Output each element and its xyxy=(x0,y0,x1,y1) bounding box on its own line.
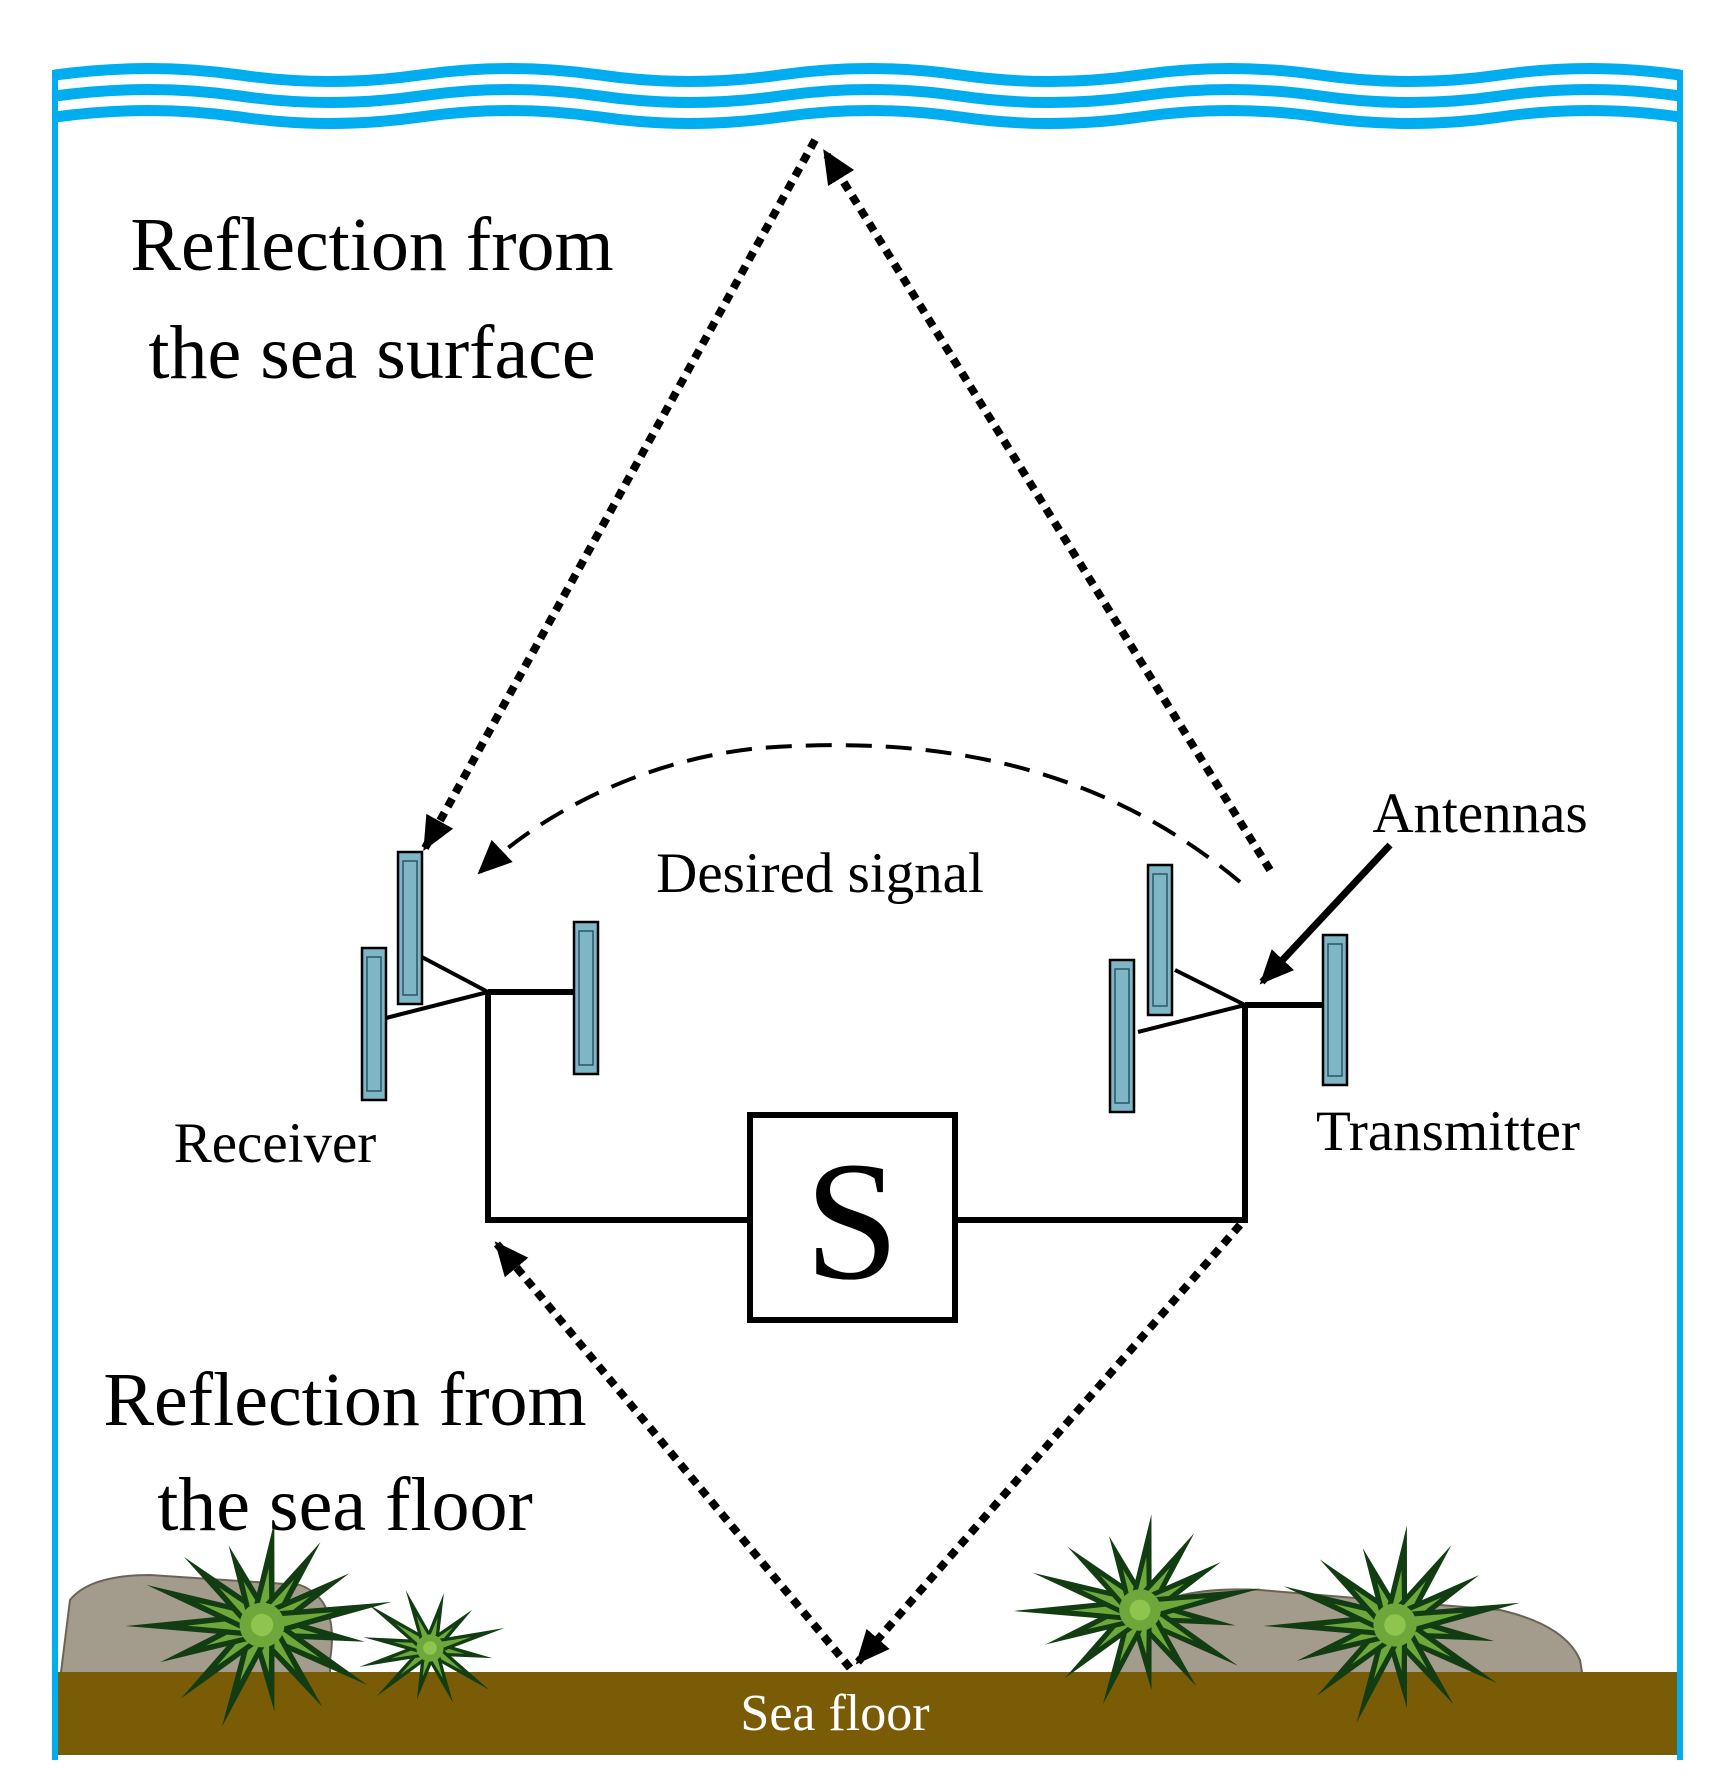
antennas-pointer-arrow xyxy=(1259,842,1393,985)
floor-reflection-label-line2: the sea floor xyxy=(157,1463,533,1547)
wave-line xyxy=(54,105,1681,129)
transmitter-wire xyxy=(955,1005,1248,1223)
sea-surface-waves xyxy=(54,63,1681,129)
antenna-elements xyxy=(360,850,1349,1114)
circuit-wiring xyxy=(485,989,1328,1223)
surface-reflection-label-line2: the sea surface xyxy=(148,311,595,395)
desired-signal-label: Desired signal xyxy=(656,842,984,905)
plant-right-1 xyxy=(1013,1514,1261,1705)
surface-path-down xyxy=(421,138,819,851)
transmitter-antenna-right xyxy=(1321,933,1349,1087)
sea-floor-band xyxy=(58,1672,1677,1755)
transmitter-feed-upper xyxy=(1174,968,1246,1007)
switch-box-label: S xyxy=(805,1127,900,1315)
sea-plants xyxy=(125,1514,1521,1727)
sea-floor-label: Sea floor xyxy=(740,1685,929,1742)
receiver-feed-upper xyxy=(417,953,489,994)
transmitter-feed-lower xyxy=(1137,1003,1246,1034)
antennas-label: Antennas xyxy=(1372,782,1587,845)
wave-line xyxy=(54,63,1681,87)
receiver-label: Receiver xyxy=(174,1112,377,1175)
receiver-antenna-upper xyxy=(396,850,424,1006)
surface-reflection-label-line1: Reflection from xyxy=(130,203,613,287)
desired-signal-arc xyxy=(477,743,1242,884)
floor-path-down xyxy=(854,1222,1244,1665)
transmitter-antenna-lower xyxy=(1108,958,1136,1114)
floor-reflection-label-line1: Reflection from xyxy=(103,1358,586,1442)
floor-path-up xyxy=(493,1241,854,1671)
wave-line xyxy=(54,84,1681,108)
transmitter-label: Transmitter xyxy=(1316,1100,1580,1163)
plant-left-1 xyxy=(125,1521,392,1727)
receiver-antenna-lower xyxy=(360,946,388,1102)
plant-right-2 xyxy=(1263,1525,1521,1723)
labels: Reflection from the sea surface Desired … xyxy=(103,203,1587,1547)
transmitter-antenna-upper xyxy=(1146,863,1174,1017)
receiver-antenna-right xyxy=(572,920,600,1076)
plant-left-2 xyxy=(359,1589,505,1703)
receiver-feed-lower xyxy=(385,990,489,1020)
tank-walls xyxy=(52,70,1683,1760)
switch-box-frame xyxy=(747,1112,958,1323)
reflection-paths xyxy=(421,138,1274,1671)
antenna-feeds xyxy=(385,953,1246,1034)
switch-box: S xyxy=(747,1112,958,1323)
sea-floor: Sea floor xyxy=(58,1672,1677,1755)
receiver-wire xyxy=(485,992,750,1223)
surface-path-up xyxy=(821,149,1274,873)
